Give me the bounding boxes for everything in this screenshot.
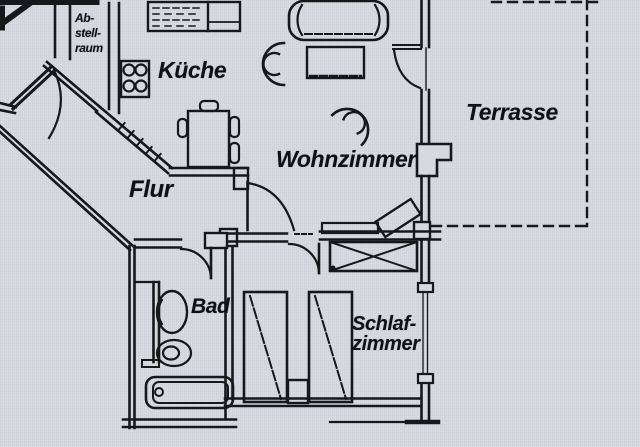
washbasin — [155, 289, 189, 335]
terrace-door-icon — [392, 44, 427, 91]
kitchen-sink-counter — [146, 0, 242, 33]
wc — [155, 338, 193, 368]
coffee-table — [305, 45, 366, 80]
bed — [307, 290, 354, 404]
chair-icon — [228, 141, 241, 165]
bedroom-door-icon — [287, 242, 321, 275]
stove-hob — [119, 59, 151, 99]
wardrobe — [328, 240, 419, 273]
room-label-terrasse: Terrasse — [466, 99, 558, 125]
livingroom-door-icon — [246, 180, 296, 232]
kitchen-hatched-wall — [94, 105, 174, 175]
hall-bedroom-wall — [218, 227, 313, 248]
chair-icon — [228, 115, 241, 139]
room-label-schlafzimmer: Schlaf- zimmer — [352, 313, 420, 355]
armchair — [330, 107, 370, 147]
bathroom-door-icon — [179, 246, 213, 280]
livingroom-right-wall — [412, 0, 453, 242]
sofa — [287, 0, 390, 42]
room-label-flur: Flur — [129, 176, 173, 203]
room-label-kueche: Küche — [158, 57, 227, 83]
bathroom-walls — [121, 231, 238, 430]
entrance-door-icon — [7, 64, 63, 140]
nightstand — [286, 378, 310, 405]
room-label-abstellraum: Ab- stell- raum — [75, 11, 103, 55]
bedroom-top-wall — [318, 230, 442, 241]
sideboard — [320, 221, 380, 235]
chair-icon — [198, 99, 220, 113]
entry-diagonal-walls — [0, 60, 135, 252]
chair-icon — [176, 117, 189, 139]
room-label-bad: Bad — [191, 295, 230, 318]
bed — [242, 290, 289, 404]
kitchen-wall — [168, 166, 250, 191]
bedroom-bottom-wall — [223, 378, 441, 425]
dining-table — [176, 99, 241, 169]
storage-room-walls — [53, 1, 121, 115]
bathtub — [144, 375, 235, 410]
room-label-wohnzimmer: Wohnzimmer — [276, 146, 416, 172]
dashed-terrace-boundary — [430, 0, 606, 228]
tv-stand — [373, 197, 423, 239]
armchair — [261, 41, 286, 87]
bathroom-shaft — [133, 280, 161, 368]
bedroom-window-icon — [416, 238, 435, 385]
top-wall — [0, 0, 100, 31]
